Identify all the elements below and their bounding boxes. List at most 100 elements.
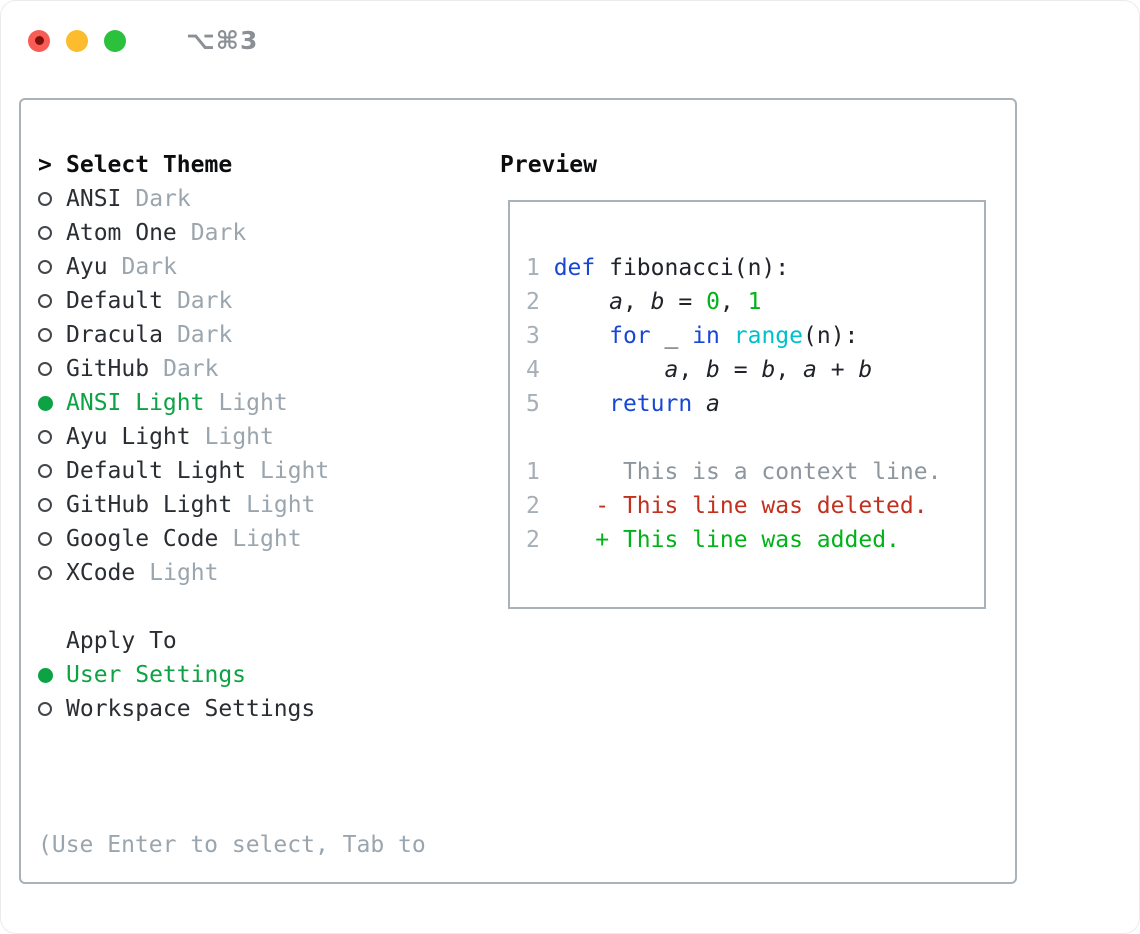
theme-name: ANSI Light [66, 390, 205, 416]
theme-option-dracula[interactable]: Dracula Dark [38, 318, 426, 352]
radio-icon [38, 454, 66, 488]
code-segment-plain: (n): [803, 323, 859, 349]
theme-tag: Light [260, 458, 330, 484]
radio-circle [38, 192, 52, 206]
theme-option-ayu[interactable]: Ayu Dark [38, 250, 426, 284]
radio-circle [38, 667, 53, 683]
radio-circle [38, 532, 52, 546]
code-segment-plain [554, 289, 609, 315]
line-number: 2 [526, 527, 554, 553]
zoom-button[interactable] [104, 29, 126, 52]
theme-option-atom-one[interactable]: Atom One Dark [38, 216, 426, 250]
apply-option-user-settings[interactable]: User Settings [38, 658, 426, 692]
theme-tag: Light [149, 560, 219, 586]
code-line: 4 a, b = b, a + b [526, 353, 984, 387]
radio-circle [38, 328, 52, 342]
code-segment-context: This is a context line. [553, 459, 942, 485]
code-segment-variable: a [706, 391, 720, 417]
radio-icon [38, 284, 66, 318]
code-segment-plain: , [775, 357, 804, 383]
theme-option-ayu-light[interactable]: Ayu Light Light [38, 420, 426, 454]
theme-name: GitHub Light [66, 492, 233, 518]
theme-tag: Light [232, 526, 302, 552]
code-segment-variable: a [609, 289, 623, 315]
radio-icon [38, 420, 66, 454]
apply-to-spacer [38, 624, 66, 658]
theme-option-ansi-light[interactable]: ANSI Light Light [38, 386, 426, 420]
theme-tag: Dark [190, 220, 247, 246]
minimize-button[interactable] [66, 29, 88, 52]
apply-option-name: Workspace Settings [66, 696, 316, 722]
close-button[interactable] [28, 29, 50, 52]
code-segment-plain [720, 323, 734, 349]
code-segment-variable: a [803, 357, 817, 383]
radio-icon [38, 250, 66, 284]
help-text: (Use Enter to select, Tab to change focu… [38, 760, 426, 934]
radio-circle [38, 395, 53, 411]
line-number: 3 [526, 323, 554, 349]
code-segment-keyword: for [609, 323, 651, 349]
code-segment-plain: , [719, 289, 748, 315]
theme-tag: Dark [121, 254, 177, 280]
theme-tag: Dark [163, 356, 219, 382]
line-number: 1 [526, 459, 554, 485]
theme-name: Default Light [66, 458, 247, 484]
theme-option-github-light[interactable]: GitHub Light Light [38, 488, 426, 522]
line-number: 1 [526, 255, 554, 281]
code-segment-plain [554, 391, 609, 417]
theme-name: Dracula [66, 322, 163, 348]
radio-icon [38, 556, 66, 590]
radio-icon [38, 318, 66, 352]
diff-line: 2 + This line was added. [526, 523, 984, 557]
theme-tag: Light [204, 424, 274, 450]
theme-tag: Light [218, 390, 288, 416]
line-number: 2 [526, 493, 554, 519]
code-segment-plain [554, 323, 609, 349]
window-title: ⌥⌘3 [186, 26, 259, 55]
radio-icon [38, 216, 66, 250]
theme-tag: Dark [176, 322, 233, 348]
line-number: 2 [526, 289, 554, 315]
radio-icon [38, 692, 66, 726]
radio-circle [38, 294, 52, 308]
selected-radio-icon [38, 658, 66, 692]
code-segment-builtin: range [733, 323, 803, 349]
radio-icon [38, 352, 66, 386]
radio-icon [38, 488, 66, 522]
code-segment-plain: , [678, 357, 707, 383]
radio-circle [38, 566, 52, 580]
apply-option-workspace-settings[interactable]: Workspace Settings [38, 692, 426, 726]
code-segment-number: 0 [706, 289, 720, 315]
prompt-icon: > [38, 152, 52, 178]
close-dot-icon [34, 36, 44, 45]
radio-icon [38, 182, 66, 216]
theme-name: Ayu [66, 254, 108, 280]
code-line: 2 a, b = 0, 1 [526, 285, 984, 319]
code-segment-added: + This line was added. [553, 527, 900, 553]
theme-name: XCode [66, 560, 136, 586]
code-segment-plain: _ [650, 323, 693, 349]
theme-name: Atom One [66, 220, 177, 246]
radio-circle [38, 430, 52, 444]
code-line: 5 return a [526, 387, 984, 421]
theme-option-xcode[interactable]: XCode Light [38, 556, 426, 590]
code-line: 3 for _ in range(n): [526, 319, 984, 353]
code-segment-plain: + [816, 357, 859, 383]
preview-header: Preview [500, 152, 597, 178]
code-segment-plain [692, 391, 706, 417]
help-line: change focus) [38, 930, 426, 934]
theme-tag: Light [246, 492, 316, 518]
theme-option-default-light[interactable]: Default Light Light [38, 454, 426, 488]
theme-name: Default [66, 288, 163, 314]
radio-circle [38, 362, 52, 376]
help-line: (Use Enter to select, Tab to [38, 832, 426, 858]
theme-name: Ayu Light [66, 424, 191, 450]
select-theme-label: Select Theme [66, 152, 233, 178]
